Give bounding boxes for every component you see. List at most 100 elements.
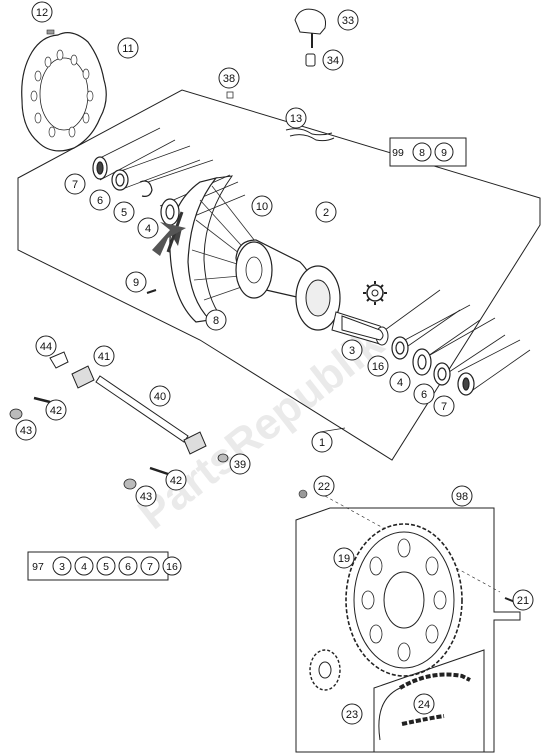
callout-43a: 43 <box>15 419 37 441</box>
kit-97-item-circle <box>52 556 72 576</box>
callout-8: 8 <box>205 309 227 331</box>
right-bearings-drawing <box>391 336 475 396</box>
callout-13: 13 <box>285 107 307 129</box>
callout-34-label: 34 <box>327 55 339 67</box>
callouts: 12 11 33 34 38 13 7 6 5 4 10 2 9 8 3 16 … <box>15 1 534 725</box>
callout-4-label: 4 <box>397 377 403 389</box>
callout-10: 10 <box>251 195 273 217</box>
callout-40: 40 <box>149 385 171 407</box>
callout-16-label: 16 <box>372 361 384 373</box>
brake-disc-drawing <box>21 32 107 152</box>
callout-6-label: 6 <box>421 389 427 401</box>
axle-drawing <box>95 375 189 443</box>
callout-7b: 7 <box>433 395 455 417</box>
valve-cap-drawing <box>226 91 234 99</box>
chain-drawing <box>378 672 471 741</box>
left-bearings-drawing <box>92 156 180 226</box>
callout-43b: 43 <box>135 485 157 507</box>
callout-40-label: 40 <box>154 391 166 403</box>
callout-11: 11 <box>117 37 139 59</box>
callout-33: 33 <box>337 9 359 31</box>
kit-97-item-circle <box>96 556 116 576</box>
callout-13-label: 13 <box>290 113 302 125</box>
callout-3-label: 3 <box>349 345 355 357</box>
rim-tape-drawing <box>285 128 335 142</box>
callout-16: 16 <box>367 355 389 377</box>
kit-97-item-circle <box>162 556 182 576</box>
callout-9-label: 9 <box>133 277 139 289</box>
callout-2: 2 <box>315 201 337 223</box>
callout-22: 22 <box>313 475 335 497</box>
callout-34: 34 <box>322 49 344 71</box>
callout-23-label: 23 <box>346 709 358 721</box>
callout-21: 21 <box>512 589 534 611</box>
callout-42a: 42 <box>45 399 67 421</box>
callout-42b: 42 <box>165 469 187 491</box>
kit-99-item-label: 8 <box>419 147 425 159</box>
chain-adjuster-right-drawing <box>123 431 229 490</box>
nipple-drawing <box>146 289 157 294</box>
kit-97-item-circle <box>74 556 94 576</box>
kit-97-label: 97 <box>32 561 44 573</box>
callout-42-label: 42 <box>170 475 182 487</box>
chain-frame <box>373 649 485 753</box>
callout-7-label: 7 <box>72 179 78 191</box>
callout-1-label: 1 <box>319 437 325 449</box>
kit-97-item-label: 3 <box>59 561 65 573</box>
callout-21-label: 21 <box>517 595 529 607</box>
callout-12: 12 <box>31 1 53 23</box>
callout-43-label: 43 <box>140 491 152 503</box>
callout-11-label: 11 <box>122 43 133 55</box>
callout-5: 5 <box>113 201 135 223</box>
callout-7-label: 7 <box>441 401 447 413</box>
callout-44: 44 <box>35 335 57 357</box>
front-sprocket-drawing <box>309 649 341 691</box>
spacer-drawing <box>341 315 384 341</box>
callout-9: 9 <box>125 271 147 293</box>
callout-6-label: 6 <box>97 195 103 207</box>
kit-99-item-circle <box>412 142 432 162</box>
callout-22-label: 22 <box>318 481 330 493</box>
leader-1 <box>319 427 346 433</box>
wheel-assembly-frame <box>17 89 541 461</box>
callout-98: 98 <box>451 485 473 507</box>
callout-4-label: 4 <box>145 223 151 235</box>
chain-adjuster-left-drawing <box>9 351 95 420</box>
rotation-arrow-icon <box>152 222 186 256</box>
callout-4b: 4 <box>389 371 411 393</box>
kit-97-item-label: 7 <box>147 561 153 573</box>
callout-98-label: 98 <box>456 491 468 503</box>
callout-5-label: 5 <box>121 207 127 219</box>
callout-7a: 7 <box>64 173 86 195</box>
callout-41: 41 <box>93 345 115 367</box>
callout-38-label: 38 <box>223 73 235 85</box>
callout-33-label: 33 <box>342 15 354 27</box>
callout-10-label: 10 <box>256 201 268 213</box>
rear-sprocket-drawing <box>345 523 463 677</box>
kit-97-item-circle <box>118 556 138 576</box>
callout-19: 19 <box>333 547 355 569</box>
callout-12-label: 12 <box>36 7 48 19</box>
kit-97-item-label: 6 <box>125 561 131 573</box>
callout-19-label: 19 <box>338 553 350 565</box>
callout-39: 39 <box>229 453 251 475</box>
callout-24: 24 <box>413 693 435 715</box>
callout-24-label: 24 <box>418 699 430 711</box>
callout-43-label: 43 <box>20 425 32 437</box>
rim-lock-drawing <box>294 8 326 67</box>
callout-1: 1 <box>311 431 333 453</box>
kit-97-item-label: 5 <box>103 561 109 573</box>
callout-23: 23 <box>341 703 363 725</box>
callout-6a: 6 <box>89 189 111 211</box>
callout-3: 3 <box>341 339 363 361</box>
callout-8-label: 8 <box>213 315 219 327</box>
callout-6b: 6 <box>413 383 435 405</box>
kit-97-item-circle <box>140 556 160 576</box>
kit-97-item-label: 16 <box>166 561 178 573</box>
kit-99-item-circle <box>434 142 454 162</box>
callout-41-label: 41 <box>98 351 110 363</box>
